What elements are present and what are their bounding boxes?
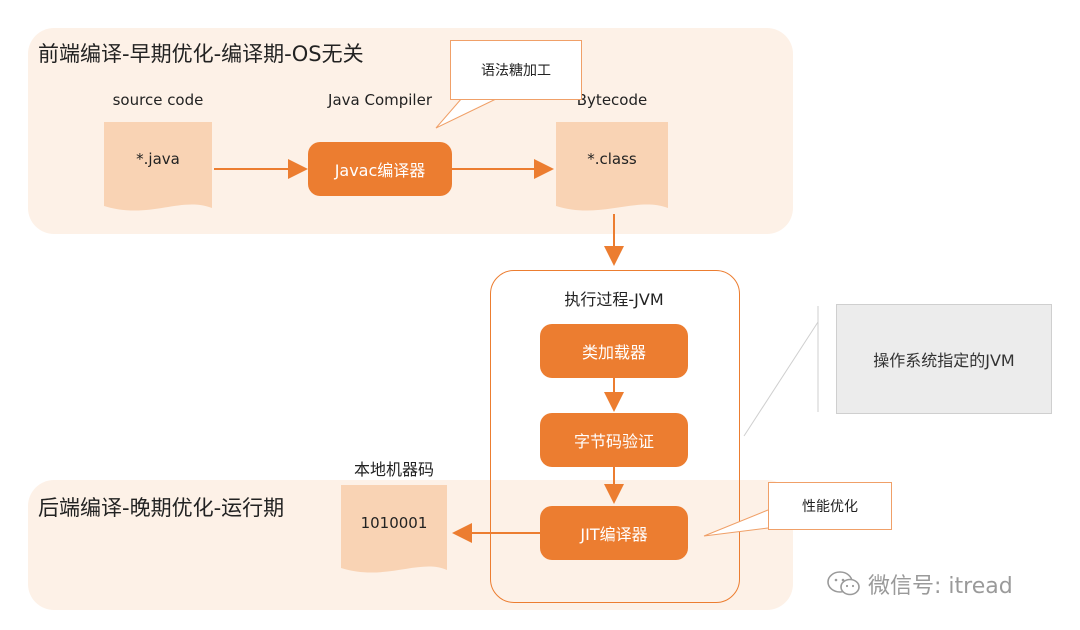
bytecode-label: Bytecode [576, 91, 648, 109]
watermark-text: 微信号: itread [868, 574, 1013, 599]
bytecode-verifier-box: 字节码验证 [540, 413, 688, 467]
os-note-connector [743, 321, 819, 437]
wechat-icon [826, 570, 862, 598]
source-file-text: *.java [136, 150, 180, 168]
machine-code-value: 1010001 [360, 514, 428, 532]
perf-callout-tail [703, 509, 769, 537]
source-code-label: source code [112, 91, 204, 109]
backend-title: 后端编译-晚期优化-运行期 [38, 496, 285, 520]
syntax-sugar-callout: 语法糖加工 [450, 40, 582, 100]
machine-code-doc-shape [341, 485, 447, 573]
java-compiler-label: Java Compiler [328, 91, 432, 109]
jvm-title: 执行过程-JVM [564, 290, 664, 309]
os-specific-jvm-note: 操作系统指定的JVM [836, 304, 1052, 414]
jit-compiler-box: JIT编译器 [540, 506, 688, 560]
javac-compiler-box: Javac编译器 [308, 142, 452, 196]
watermark: 微信号: itread [826, 568, 1013, 600]
class-file-text: *.class [587, 150, 637, 168]
jvm-frame [490, 270, 740, 603]
source-doc-shape [104, 122, 212, 211]
machine-code-label: 本地机器码 [353, 460, 434, 479]
frontend-title: 前端编译-早期优化-编译期-OS无关 [38, 42, 364, 66]
bytecode-doc-shape [556, 122, 668, 211]
class-loader-box: 类加载器 [540, 324, 688, 378]
syntax-callout-tail [435, 97, 499, 129]
performance-callout: 性能优化 [768, 482, 892, 530]
